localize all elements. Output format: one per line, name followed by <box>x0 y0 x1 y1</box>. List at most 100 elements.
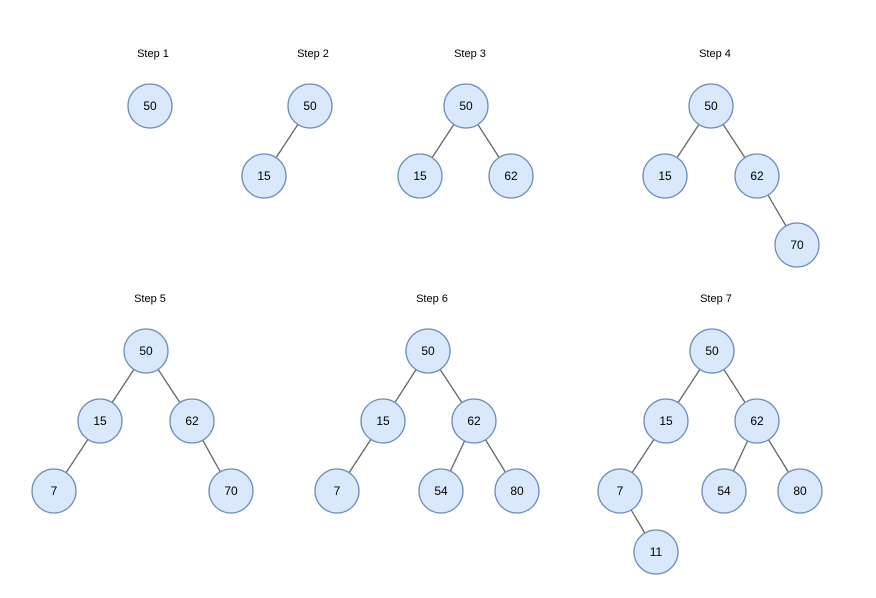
tree-edge <box>394 369 417 403</box>
tree-node: 50 <box>688 83 734 129</box>
node-value: 80 <box>510 484 524 498</box>
tree-node: 50 <box>443 83 489 129</box>
tree-edge <box>111 369 135 403</box>
node-circle <box>169 398 215 444</box>
tree-edge <box>477 124 500 158</box>
step-4-group: Step 4 50 15 62 70 <box>642 48 820 268</box>
node-value: 62 <box>504 169 518 183</box>
node-value: 15 <box>413 169 427 183</box>
step-7-group: Step 7 50 15 62 7 54 80 11 <box>597 293 823 575</box>
tree-edge <box>677 369 701 403</box>
step-title: Step 1 <box>137 48 169 60</box>
node-circle <box>488 153 534 199</box>
tree-node: 50 <box>123 328 169 374</box>
node-value: 80 <box>793 484 807 498</box>
node-circle <box>734 153 780 199</box>
node-circle <box>241 153 287 199</box>
node-value: 62 <box>467 414 481 428</box>
tree-node: 15 <box>642 153 688 199</box>
node-value: 70 <box>224 484 238 498</box>
node-circle <box>774 222 820 268</box>
node-circle <box>418 468 464 514</box>
tree-edge <box>275 124 299 158</box>
node-value: 15 <box>376 414 390 428</box>
node-value: 62 <box>750 414 764 428</box>
node-value: 7 <box>334 484 341 498</box>
tree-node: 70 <box>208 468 254 514</box>
node-circle <box>287 83 333 129</box>
node-circle <box>597 468 643 514</box>
node-value: 70 <box>790 238 804 252</box>
tree-node: 62 <box>488 153 534 199</box>
step-title: Step 5 <box>134 293 166 305</box>
tree-node: 7 <box>31 468 77 514</box>
tree-node: 50 <box>287 83 333 129</box>
tree-node: 70 <box>774 222 820 268</box>
tree-edge <box>723 369 746 403</box>
node-value: 15 <box>93 414 107 428</box>
node-circle <box>734 398 780 444</box>
tree-edge <box>65 439 89 473</box>
node-value: 62 <box>185 414 199 428</box>
step-6-group: Step 6 50 15 62 7 54 80 <box>314 293 540 514</box>
tree-node: 15 <box>77 398 123 444</box>
node-value: 50 <box>139 344 153 358</box>
tree-node: 15 <box>241 153 287 199</box>
tree-node: 7 <box>597 468 643 514</box>
step-title: Step 4 <box>699 48 731 60</box>
tree-node: 62 <box>169 398 215 444</box>
node-circle <box>397 153 443 199</box>
tree-node: 15 <box>643 398 689 444</box>
tree-node: 11 <box>633 529 679 575</box>
node-circle <box>689 328 735 374</box>
node-value: 7 <box>51 484 58 498</box>
tree-edge <box>431 124 455 158</box>
node-circle <box>451 398 497 444</box>
tree-node: 7 <box>314 468 360 514</box>
node-circle <box>642 153 688 199</box>
node-value: 50 <box>143 99 157 113</box>
node-circle <box>208 468 254 514</box>
node-circle <box>633 529 679 575</box>
node-value: 50 <box>459 99 473 113</box>
node-circle <box>314 468 360 514</box>
tree-node: 80 <box>494 468 540 514</box>
node-value: 54 <box>434 484 448 498</box>
node-circle <box>31 468 77 514</box>
tree-node: 54 <box>701 468 747 514</box>
step-title: Step 6 <box>416 293 448 305</box>
node-value: 15 <box>658 169 672 183</box>
tree-edge <box>202 439 221 473</box>
tree-edge <box>630 509 646 534</box>
step-5-group: Step 5 50 15 62 7 70 <box>31 293 254 514</box>
node-circle <box>688 83 734 129</box>
node-value: 50 <box>303 99 317 113</box>
node-circle <box>701 468 747 514</box>
node-circle <box>405 328 451 374</box>
node-value: 62 <box>750 169 764 183</box>
tree-node: 62 <box>734 398 780 444</box>
tree-edge <box>767 439 790 473</box>
node-circle <box>77 398 123 444</box>
step-title: Step 7 <box>700 293 732 305</box>
node-value: 15 <box>257 169 271 183</box>
node-value: 15 <box>659 414 673 428</box>
node-circle <box>127 83 173 129</box>
node-value: 7 <box>617 484 624 498</box>
tree-edge <box>439 369 463 403</box>
node-value: 11 <box>650 545 663 559</box>
tree-node: 50 <box>127 83 173 129</box>
tree-node: 62 <box>734 153 780 199</box>
step-1-group: Step 1 50 <box>127 48 173 129</box>
tree-node: 50 <box>689 328 735 374</box>
step-title: Step 3 <box>454 48 486 60</box>
tree-node: 54 <box>418 468 464 514</box>
tree-edge <box>631 439 655 473</box>
node-value: 50 <box>421 344 435 358</box>
node-value: 50 <box>704 99 718 113</box>
tree-node: 50 <box>405 328 451 374</box>
node-circle <box>443 83 489 129</box>
